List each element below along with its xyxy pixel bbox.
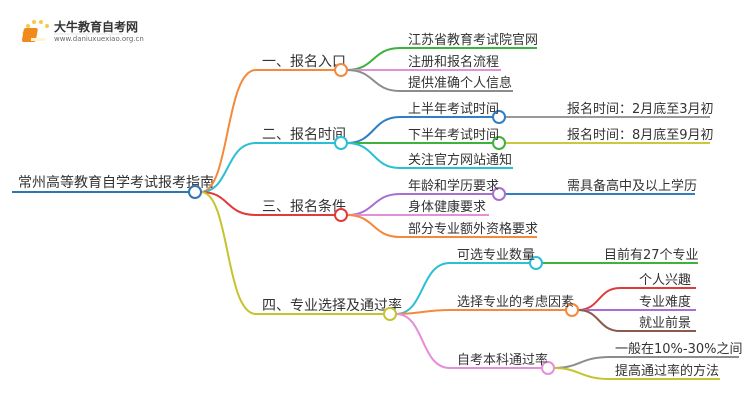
- branch-2-toggle[interactable]: [334, 136, 348, 150]
- leaf-node[interactable]: 身体健康要求: [408, 199, 486, 215]
- branch-4-toggle[interactable]: [383, 307, 397, 321]
- leaf-node[interactable]: 就业前景: [639, 315, 691, 331]
- node-toggle[interactable]: [529, 256, 543, 270]
- logo-title: 大牛教育自考网: [54, 19, 138, 34]
- leaf-node[interactable]: 需具备高中及以上学历: [567, 178, 697, 194]
- leaf-node[interactable]: 报名时间：2月底至3月初: [567, 101, 714, 117]
- sub-node[interactable]: 可选专业数量: [457, 248, 535, 263]
- leaf-node[interactable]: 个人兴趣: [639, 273, 691, 288]
- node-toggle[interactable]: [492, 187, 506, 201]
- leaf-node[interactable]: 专业难度: [639, 294, 691, 310]
- logo-url: www.daniuxuexiao.org.cn: [54, 35, 144, 43]
- sub-node[interactable]: 年龄和学历要求: [408, 178, 499, 194]
- node-toggle[interactable]: [541, 361, 555, 375]
- branch-3-toggle[interactable]: [334, 208, 348, 222]
- sub-node[interactable]: 下半年考试时间: [408, 128, 499, 143]
- branch-registration-conditions[interactable]: 三、报名条件: [262, 198, 346, 215]
- leaf-node[interactable]: 报名时间：8月底至9月初: [567, 127, 714, 143]
- node-toggle[interactable]: [492, 110, 506, 124]
- node-toggle[interactable]: [492, 136, 506, 150]
- leaf-node[interactable]: 部分专业额外资格要求: [408, 221, 538, 237]
- node-toggle[interactable]: [565, 303, 579, 317]
- branch-registration-entry[interactable]: 一、报名入口: [262, 54, 346, 70]
- branch-registration-time[interactable]: 二、报名时间: [262, 127, 346, 143]
- book-icon: [21, 20, 49, 42]
- sub-node[interactable]: 上半年考试时间: [408, 102, 499, 117]
- root-toggle[interactable]: [188, 185, 202, 199]
- leaf-node[interactable]: 关注官方网站通知: [408, 152, 512, 168]
- logo: 大牛教育自考网 www.daniuxuexiao.org.cn: [21, 19, 144, 43]
- leaf-node[interactable]: 目前有27个专业: [604, 247, 699, 263]
- branch-major-selection[interactable]: 四、专业选择及通过率: [262, 297, 402, 314]
- branch-1-toggle[interactable]: [334, 63, 348, 77]
- leaf-node[interactable]: 提高通过率的方法: [615, 363, 719, 379]
- leaf-node[interactable]: 江苏省教育考试院官网: [408, 32, 538, 48]
- leaf-node[interactable]: 注册和报名流程: [408, 54, 499, 70]
- leaf-node[interactable]: 一般在10%-30%之间: [615, 341, 742, 357]
- sub-node[interactable]: 选择专业的考虑因素: [457, 294, 574, 310]
- root-topic[interactable]: 常州高等教育自学考试报考指南: [18, 174, 214, 191]
- sub-node[interactable]: 自考本科通过率: [457, 352, 548, 368]
- leaf-node[interactable]: 提供准确个人信息: [408, 75, 512, 91]
